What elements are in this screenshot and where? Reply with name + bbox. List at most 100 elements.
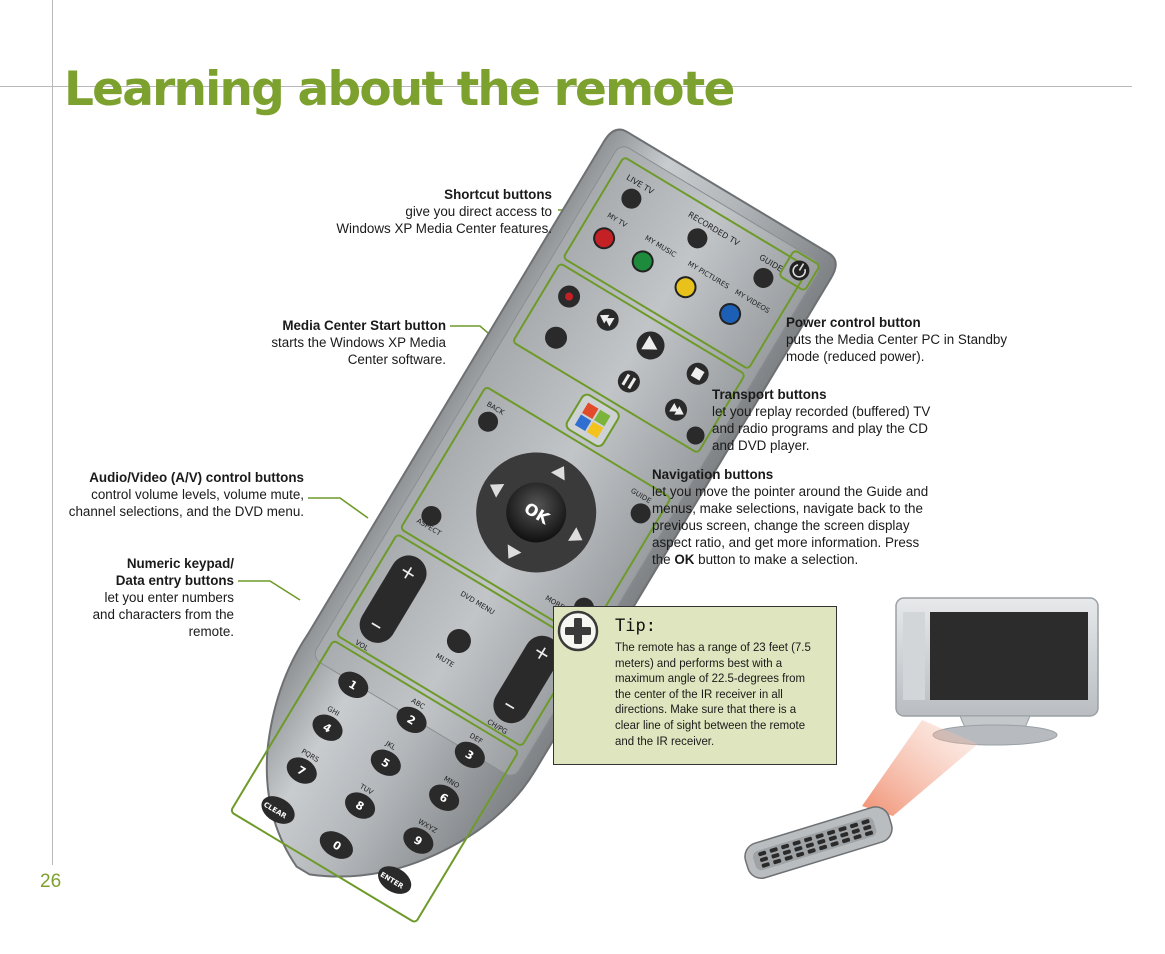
red-button[interactable] xyxy=(590,225,617,252)
power-heading: Power control button xyxy=(786,315,921,330)
pause-icon xyxy=(617,370,640,393)
small-remote-key xyxy=(771,853,780,859)
numeric-leader-line xyxy=(238,580,301,601)
skip-forward-icon xyxy=(686,426,705,445)
keypad-key-5[interactable] xyxy=(366,744,406,781)
keypad-key-8[interactable] xyxy=(340,787,380,824)
navigation-body-4: aspect ratio, and get more information. … xyxy=(652,535,920,550)
skip-back-icon xyxy=(545,326,568,349)
volume-rocker xyxy=(359,555,427,643)
small-remote-key xyxy=(851,828,860,834)
small-remote-key xyxy=(805,842,814,848)
mute-button xyxy=(446,629,471,654)
start-callout: Media Center Start button starts the Win… xyxy=(220,317,446,368)
small-remote-key xyxy=(792,840,801,846)
small-remote-key xyxy=(761,862,770,868)
transport-panel-outline xyxy=(513,263,745,453)
navigation-body-3: previous screen, change the screen displ… xyxy=(652,518,910,533)
small-remote-key xyxy=(773,858,782,865)
arrow-right-icon xyxy=(568,527,583,541)
small-remote-key xyxy=(828,835,837,841)
shortcut-callout: Shortcut buttons give you direct access … xyxy=(300,186,552,237)
header-horizontal-rule xyxy=(0,86,1132,87)
small-remote-key xyxy=(853,834,862,840)
shortcut-body-2: Windows XP Media Center features. xyxy=(336,221,552,236)
numeric-callout: Numeric keypad/ Data entry buttons let y… xyxy=(60,555,234,640)
page-title: Learning about the remote xyxy=(64,62,735,117)
windows-start-icon[interactable] xyxy=(564,392,621,448)
small-remote-key xyxy=(864,830,874,837)
navigation-body-5-pre: the xyxy=(652,552,675,567)
keypad-key-2[interactable] xyxy=(392,701,432,738)
av-body-2: channel selections, and the DVD menu. xyxy=(68,504,304,519)
transport-body-3: and DVD player. xyxy=(712,438,810,453)
navigation-body-2: menus, make selections, navigate back to… xyxy=(652,501,923,516)
numeric-keypad: 12ABC3DEF4GHI5JKL6MNO7PQRS8TUV9WXYZCLEAR… xyxy=(256,666,490,899)
shortcut-body-1: give you direct access to xyxy=(405,204,552,219)
small-remote-key xyxy=(784,855,793,861)
small-remote xyxy=(744,806,893,879)
small-remote-key xyxy=(819,844,828,851)
keypad-key-1[interactable] xyxy=(333,666,373,703)
small-remote-key xyxy=(781,843,790,850)
arrow-left-icon xyxy=(489,483,505,498)
clear-button[interactable] xyxy=(256,790,299,829)
keypad-key-6[interactable] xyxy=(424,779,464,816)
shortcut-heading: Shortcut buttons xyxy=(444,187,552,202)
small-remote-key xyxy=(842,837,851,844)
plus-icon xyxy=(557,610,599,652)
small-remote-key xyxy=(769,847,778,853)
small-remote-key xyxy=(838,826,847,832)
small-remote-key xyxy=(830,841,839,847)
yellow-button[interactable] xyxy=(672,273,699,300)
arrow-down-icon xyxy=(507,544,522,559)
av-callout: Audio/Video (A/V) control buttons contro… xyxy=(40,469,304,520)
small-remote-key xyxy=(782,849,791,855)
arrow-up-icon xyxy=(550,466,565,481)
navigation-body-5: the OK button to make a selection. xyxy=(652,551,962,568)
start-heading: Media Center Start button xyxy=(282,318,446,333)
av-body-1: control volume levels, volume mute, xyxy=(91,487,304,502)
small-remote-key xyxy=(849,822,859,829)
av-panel-outline xyxy=(336,534,582,746)
blue-button[interactable] xyxy=(716,300,743,327)
numeric-body-2: and characters from the xyxy=(92,607,234,622)
media-center-display xyxy=(895,597,1099,746)
keypad-key-3[interactable] xyxy=(450,736,490,773)
small-remote-key xyxy=(794,846,803,852)
small-remote-key xyxy=(840,831,849,838)
start-body-2: Center software. xyxy=(347,352,446,367)
av-leader-line xyxy=(308,497,369,519)
channel-rocker xyxy=(493,635,561,724)
margin-vertical-rule xyxy=(52,0,53,865)
small-remote-key xyxy=(807,848,816,854)
keypad-key-0[interactable] xyxy=(315,825,358,864)
navigation-heading: Navigation buttons xyxy=(652,467,774,482)
navigation-body-5-bold: OK xyxy=(674,552,695,567)
ok-button[interactable] xyxy=(495,471,577,553)
small-remote-key xyxy=(758,850,767,857)
power-body-1: puts the Media Center PC in Standby xyxy=(786,332,1008,347)
green-button[interactable] xyxy=(629,248,656,275)
tip-title: Tip: xyxy=(615,616,656,636)
keypad-key-4[interactable] xyxy=(308,709,348,746)
av-heading: Audio/Video (A/V) control buttons xyxy=(89,470,304,485)
small-remote-key xyxy=(796,851,805,858)
keypad-key-7[interactable] xyxy=(282,752,322,789)
transport-callout: Transport buttons let you replay recorde… xyxy=(712,386,962,454)
page-number: 26 xyxy=(40,871,62,892)
small-remote-key xyxy=(817,838,826,845)
small-remote-key xyxy=(863,824,872,831)
keypad-key-9[interactable] xyxy=(398,822,438,859)
power-body-2: mode (reduced power). xyxy=(786,349,925,364)
small-remote-key xyxy=(759,856,769,862)
navigation-body-1: let you move the pointer around the Guid… xyxy=(652,484,929,499)
transport-heading: Transport buttons xyxy=(712,387,827,402)
numeric-heading-2: Data entry buttons xyxy=(115,573,234,588)
small-remote-key xyxy=(804,836,813,843)
enter-button[interactable] xyxy=(373,860,416,899)
navigation-callout: Navigation buttons let you move the poin… xyxy=(652,466,962,568)
power-callout: Power control button puts the Media Cent… xyxy=(786,314,1046,365)
numeric-heading-1: Numeric keypad/ xyxy=(126,556,234,571)
